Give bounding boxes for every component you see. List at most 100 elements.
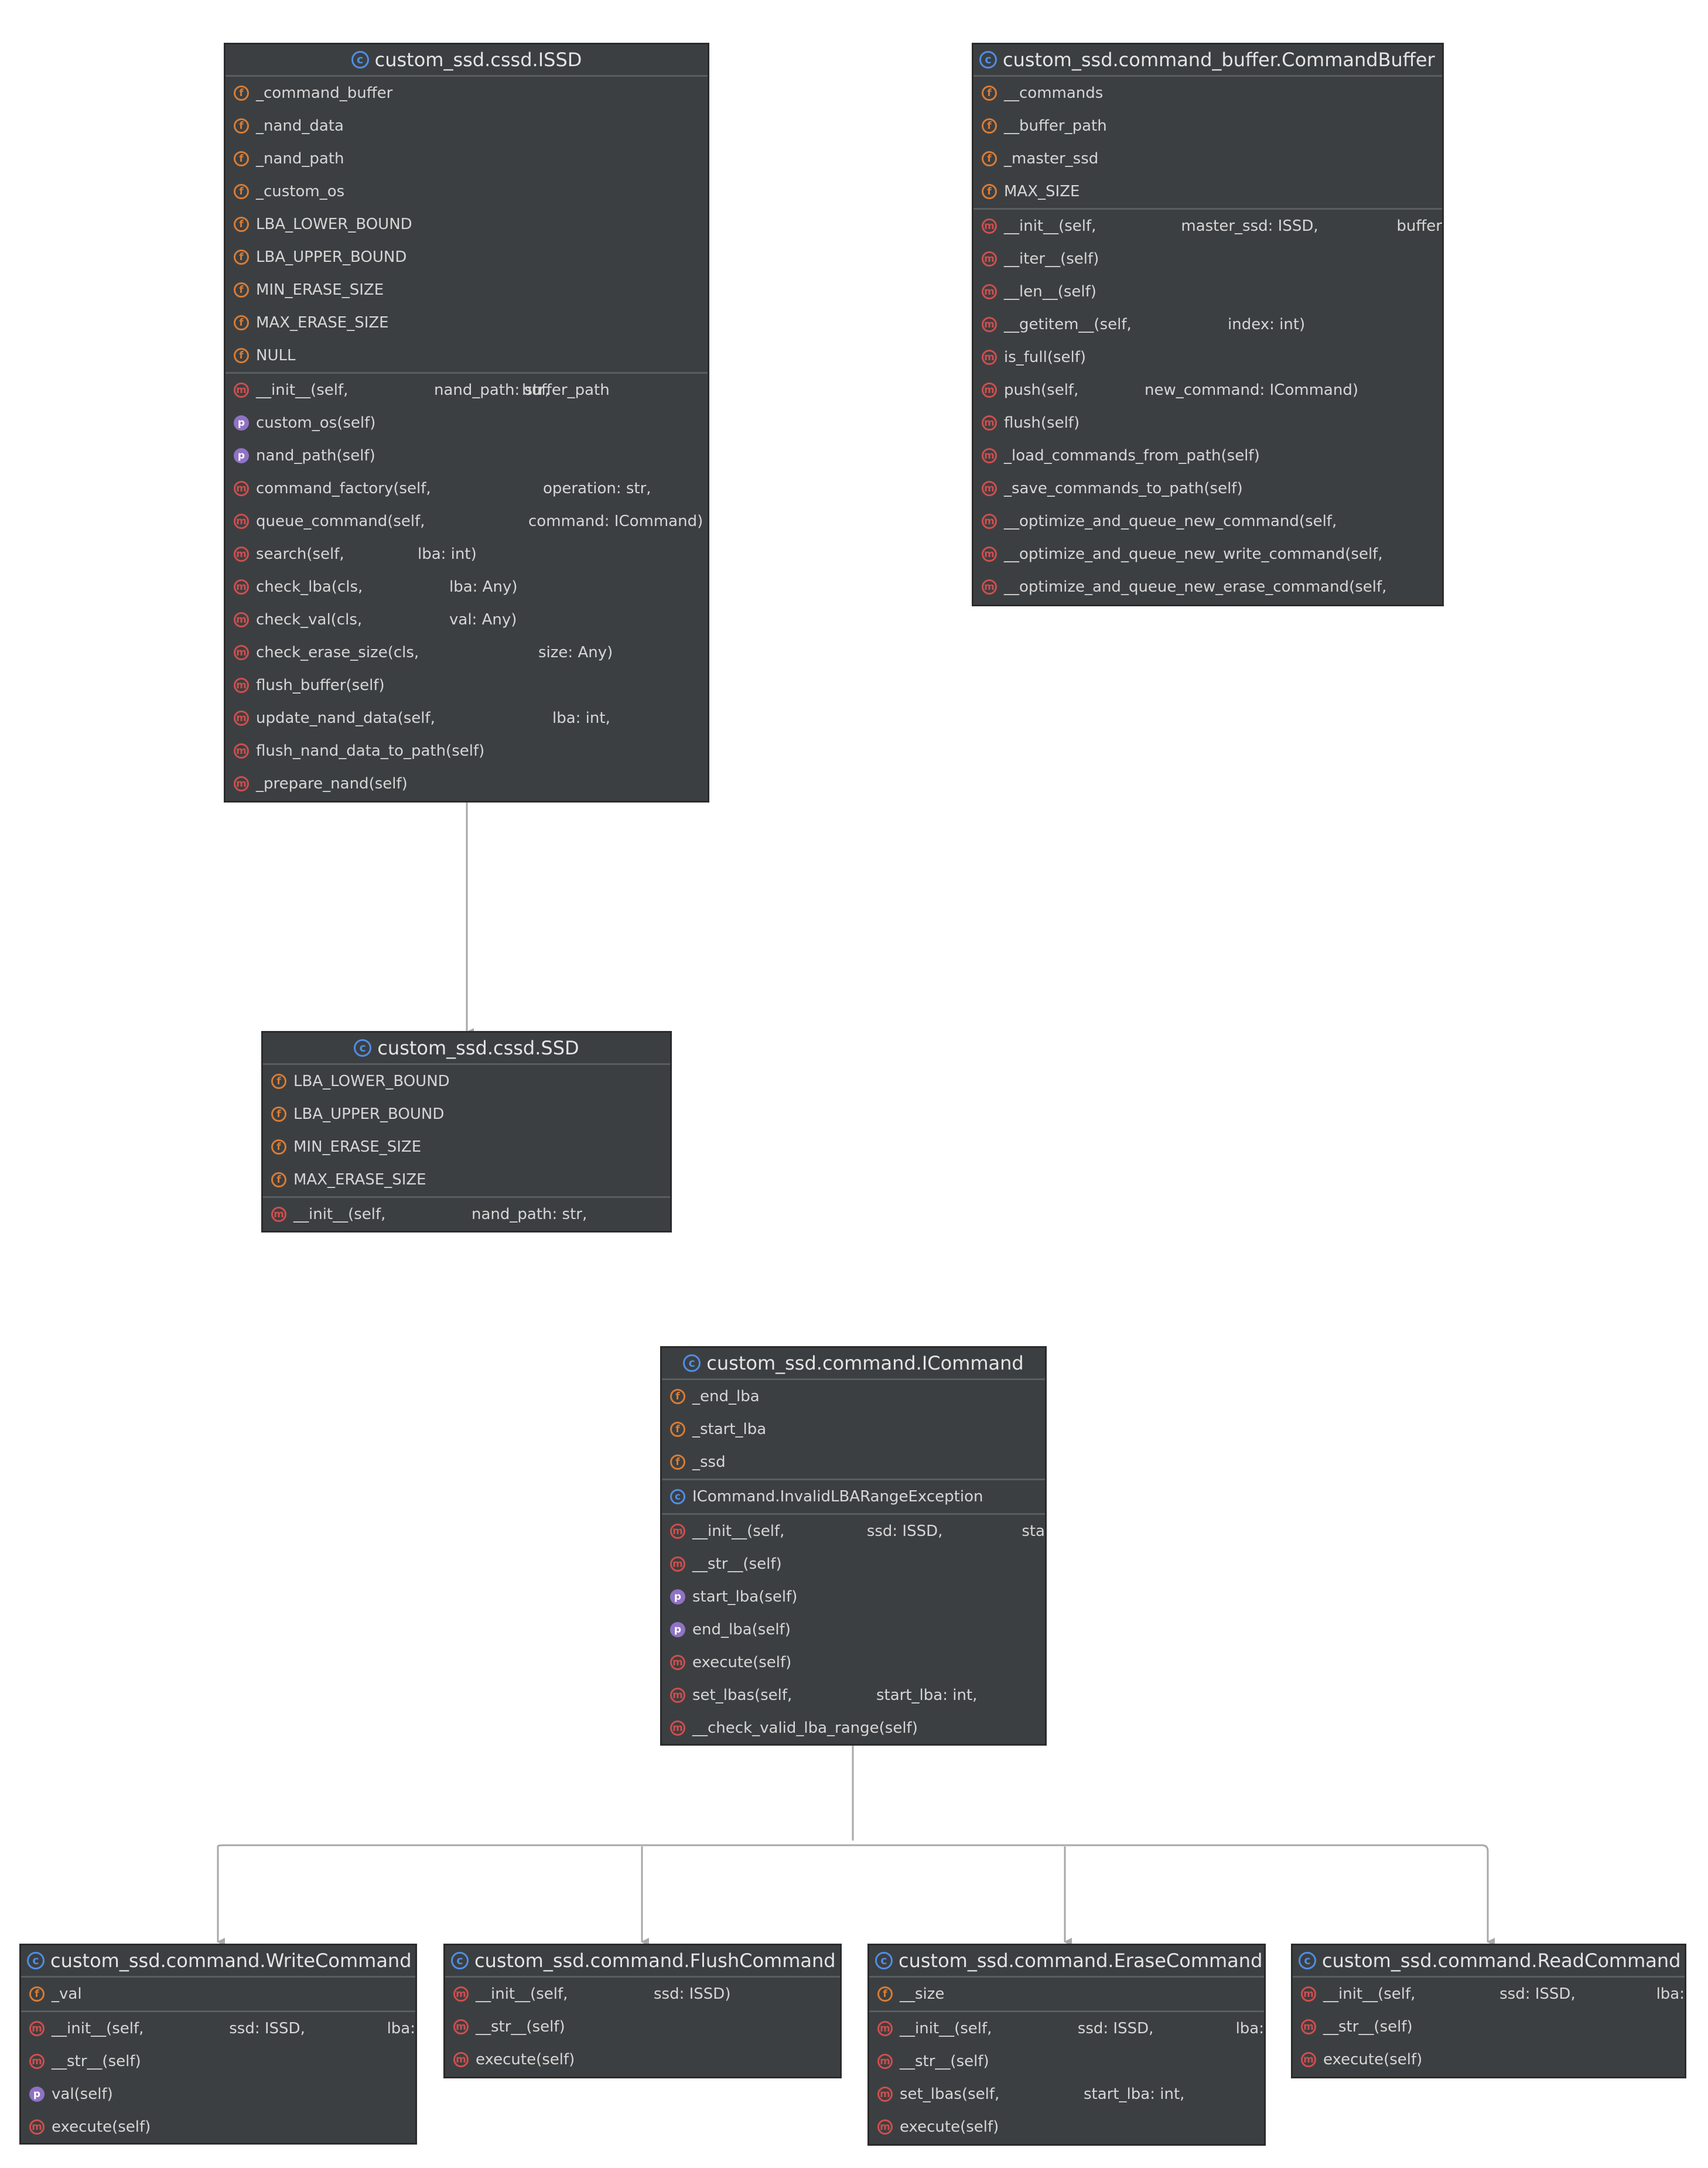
method-row[interactable]: m__str__(self) bbox=[1293, 2010, 1685, 2043]
method-row[interactable]: m__str__(self) bbox=[662, 1548, 1045, 1580]
method-row[interactable]: m__init__(self,nand_path: str, bbox=[263, 1198, 670, 1231]
class-title: custom_ssd.command.ICommand bbox=[706, 1352, 1024, 1374]
method-row[interactable]: m__str__(self) bbox=[445, 2010, 840, 2043]
class-icon: c bbox=[875, 1952, 893, 1969]
field-row[interactable]: f__commands bbox=[973, 77, 1442, 110]
method-row[interactable]: m__init__(self,ssd: ISSD,lba: bbox=[869, 2012, 1264, 2045]
method-name: __init__(self, bbox=[1323, 1985, 1416, 2003]
method-row[interactable]: m__optimize_and_queue_new_command(self, bbox=[973, 505, 1442, 538]
method-row[interactable]: m__iter__(self) bbox=[973, 243, 1442, 275]
method-row[interactable]: m__optimize_and_queue_new_write_command(… bbox=[973, 538, 1442, 571]
method-icon: m bbox=[234, 678, 249, 693]
method-row[interactable]: m__init__(self,ssd: ISSD,lba: bbox=[1293, 1978, 1685, 2010]
field-row[interactable]: f_command_buffer bbox=[226, 77, 708, 110]
field-name: LBA_UPPER_BOUND bbox=[293, 1105, 445, 1123]
class-box-write-command[interactable]: c custom_ssd.command.WriteCommand f_val … bbox=[19, 1944, 417, 2145]
method-icon: m bbox=[877, 2119, 893, 2135]
class-box-command-buffer[interactable]: c custom_ssd.command_buffer.CommandBuffe… bbox=[972, 43, 1444, 606]
field-row[interactable]: f_nand_path bbox=[226, 142, 708, 175]
field-row[interactable]: f_nand_data bbox=[226, 110, 708, 142]
class-box-issd[interactable]: c custom_ssd.cssd.ISSD f_command_buffer … bbox=[224, 43, 709, 803]
field-row[interactable]: f_end_lba bbox=[662, 1380, 1045, 1413]
class-icon: c bbox=[683, 1354, 701, 1372]
field-row[interactable]: f__size bbox=[869, 1978, 1264, 2010]
method-name: __init__(self, bbox=[293, 1206, 386, 1223]
method-row[interactable]: m__len__(self) bbox=[973, 275, 1442, 308]
method-row[interactable]: m__optimize_and_queue_new_erase_command(… bbox=[973, 571, 1442, 603]
field-icon: f bbox=[234, 250, 249, 265]
method-name: push(self, bbox=[1004, 381, 1079, 399]
method-row[interactable]: m__init__(self,master_ssd: ISSD,buffer bbox=[973, 210, 1442, 243]
method-name: command_factory(self, bbox=[256, 480, 431, 497]
method-row[interactable]: m__init__(self,ssd: ISSD,sta bbox=[662, 1515, 1045, 1548]
method-icon: m bbox=[234, 514, 249, 529]
method-row[interactable]: m__check_valid_lba_range(self) bbox=[662, 1712, 1045, 1744]
method-row[interactable]: m__str__(self) bbox=[869, 2045, 1264, 2078]
class-box-erase-command[interactable]: c custom_ssd.command.EraseCommand f__siz… bbox=[867, 1944, 1266, 2146]
field-row[interactable]: f_val bbox=[21, 1978, 415, 2010]
method-row[interactable]: m_load_commands_from_path(self) bbox=[973, 439, 1442, 472]
method-row[interactable]: m__getitem__(self,index: int) bbox=[973, 308, 1442, 341]
method-icon: m bbox=[982, 579, 997, 595]
method-icon: m bbox=[982, 284, 997, 299]
method-row[interactable]: m_prepare_nand(self) bbox=[226, 767, 708, 800]
method-row[interactable]: m_save_commands_to_path(self) bbox=[973, 472, 1442, 505]
method-row[interactable]: m__init__(self,ssd: ISSD,lba: bbox=[21, 2012, 415, 2045]
field-row[interactable]: f_master_ssd bbox=[973, 142, 1442, 175]
field-row[interactable]: f_start_lba bbox=[662, 1413, 1045, 1446]
field-row[interactable]: f_custom_os bbox=[226, 175, 708, 208]
fields-section: f__size bbox=[869, 1978, 1264, 2012]
field-name: MAX_ERASE_SIZE bbox=[256, 314, 389, 332]
methods-section: m__init__(self,ssd: ISSD,lba: m__str__(s… bbox=[21, 2012, 415, 2143]
method-row[interactable]: m__init__(self,ssd: ISSD) bbox=[445, 1978, 840, 2010]
field-row[interactable]: f_ssd bbox=[662, 1446, 1045, 1479]
method-param: lba: bbox=[1656, 1985, 1685, 2003]
class-box-flush-command[interactable]: c custom_ssd.command.FlushCommand m__ini… bbox=[443, 1944, 842, 2078]
class-box-read-command[interactable]: c custom_ssd.command.ReadCommand m__init… bbox=[1291, 1944, 1686, 2078]
method-row[interactable]: m__init__(self,nand_path: str,buffer_pat… bbox=[226, 374, 708, 407]
field-icon: f bbox=[234, 86, 249, 101]
method-name: custom_os(self) bbox=[256, 414, 376, 432]
class-box-icommand[interactable]: c custom_ssd.command.ICommand f_end_lba … bbox=[660, 1346, 1047, 1746]
methods-section: m__init__(self,nand_path: str, bbox=[263, 1198, 670, 1231]
method-row[interactable]: m__str__(self) bbox=[21, 2045, 415, 2078]
class-header: c custom_ssd.command.ICommand bbox=[662, 1348, 1045, 1380]
field-row[interactable]: f__buffer_path bbox=[973, 110, 1442, 142]
